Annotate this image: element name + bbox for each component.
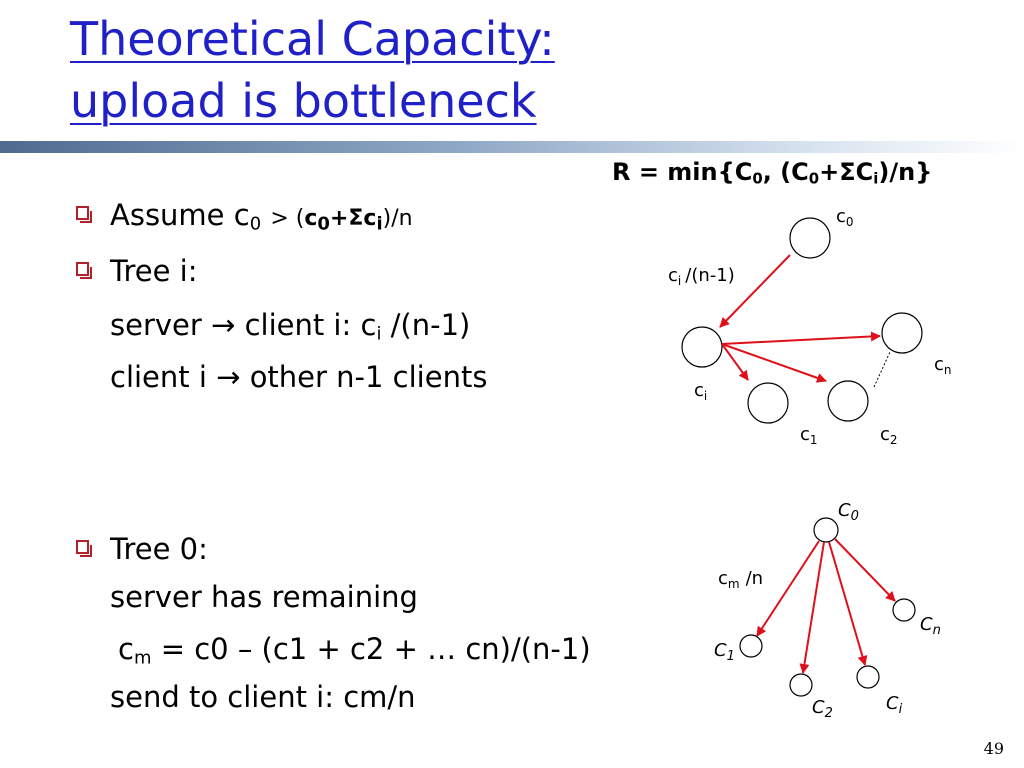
label-c1: C1 xyxy=(714,640,735,664)
node-c1 xyxy=(739,634,763,658)
node-c2 xyxy=(827,380,869,422)
label-ci: ci xyxy=(694,380,707,403)
label-c0: c0 xyxy=(836,206,854,229)
tree-i-label: Tree i: xyxy=(110,254,198,288)
label-c1: c1 xyxy=(800,424,818,447)
tree-i-line-1: server → client i: ci /(n-1) xyxy=(110,308,471,345)
arrow-right-icon: → xyxy=(211,308,236,342)
node-c0 xyxy=(813,517,839,543)
node-c2 xyxy=(789,673,813,697)
page-number: 49 xyxy=(983,739,1004,758)
node-ci xyxy=(856,665,880,689)
tree-i-diagram: c0 ci/(n-1) cn ci c1 c2 xyxy=(668,206,952,447)
bullet-icon xyxy=(76,206,92,223)
title-line-2: upload is bottleneck xyxy=(70,74,537,128)
slide-title: Theoretical Capacity: upload is bottlene… xyxy=(70,8,555,132)
tree-0-line-3: send to client i: cm/n xyxy=(110,680,416,714)
node-c1 xyxy=(747,382,789,424)
tree-i-line-2: client i → other n-1 clients xyxy=(110,360,488,394)
label-cn: Cn xyxy=(920,614,941,638)
bullet-icon xyxy=(76,540,92,557)
edge-ci-cn xyxy=(721,331,881,345)
node-cn xyxy=(892,598,916,622)
bullet-icon xyxy=(76,262,92,279)
edge-ci-c2 xyxy=(721,343,827,383)
label-c0: C0 xyxy=(838,500,859,524)
edge-c0-c1 xyxy=(756,540,820,637)
label-c2: C2 xyxy=(812,697,833,721)
node-ci xyxy=(681,326,723,368)
tree-0-line-1: server has remaining xyxy=(110,580,418,614)
node-c0 xyxy=(789,217,831,259)
label-c2: c2 xyxy=(880,424,898,447)
edge-c0-ci xyxy=(719,254,791,328)
assume-line: Assume c0 > (c0+Σci)/n xyxy=(110,198,413,235)
rate-formula: R = min{C0, (C0+ΣCi)/n} xyxy=(612,158,933,188)
label-edge: cm/n xyxy=(718,568,763,591)
title-divider xyxy=(0,141,1024,153)
tree-0-label: Tree 0: xyxy=(110,532,208,566)
tree-0-diagram: C0 cm/n Cn C1 C2 Ci xyxy=(714,500,941,721)
label-cn: cn xyxy=(934,354,952,377)
node-cn xyxy=(881,312,923,354)
label-edge: ci/(n-1) xyxy=(668,265,735,288)
dotted-connector xyxy=(873,351,891,388)
arrow-right-icon: → xyxy=(216,360,241,394)
edge-c0-ci xyxy=(828,541,868,666)
label-ci: Ci xyxy=(886,693,903,717)
title-line-1: Theoretical Capacity: xyxy=(70,12,555,66)
tree-0-line-2: cm = c0 – (c1 + c2 + … cn)/(n-1) xyxy=(118,632,591,669)
edge-c0-cn xyxy=(834,538,896,602)
edge-c0-c2 xyxy=(799,541,825,674)
edge-ci-c1 xyxy=(721,343,749,381)
